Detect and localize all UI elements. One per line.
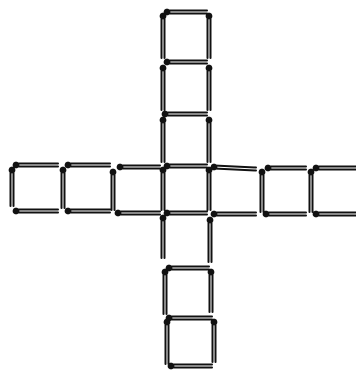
- match-head: [162, 269, 169, 276]
- matchstick: [166, 322, 169, 364]
- matchstick: [16, 210, 58, 213]
- match-head: [160, 117, 167, 124]
- match-head: [110, 169, 117, 176]
- matchstick: [167, 11, 207, 14]
- matchstick: [169, 267, 209, 270]
- matchstick: [214, 213, 256, 216]
- match-head: [160, 65, 167, 72]
- matchstick: [167, 61, 207, 64]
- match-head: [160, 13, 167, 20]
- matchstick: [167, 165, 207, 168]
- matchstick: [162, 120, 165, 162]
- match-head: [164, 59, 171, 66]
- matchstick: [208, 120, 211, 162]
- matchstick: [210, 272, 213, 312]
- match-head: [168, 363, 175, 370]
- match-head: [9, 167, 16, 174]
- matchstick: [120, 166, 160, 169]
- matchstick: [214, 166, 256, 171]
- matchstick: [208, 16, 211, 58]
- matchstick: [209, 220, 212, 262]
- matchstick: [268, 167, 306, 170]
- match-head: [160, 167, 167, 174]
- matchstick: [167, 212, 207, 215]
- matchstick: [162, 16, 165, 58]
- match-head: [211, 319, 218, 326]
- matchstick: [171, 365, 212, 368]
- match-head: [206, 13, 213, 20]
- match-head: [207, 217, 214, 224]
- matchstick: [213, 322, 216, 362]
- right-arm-stick: [214, 169, 256, 171]
- matchstick: [208, 68, 211, 110]
- match-head: [208, 269, 215, 276]
- matchstick: [68, 210, 110, 213]
- match-head: [259, 169, 266, 176]
- matchstick: [266, 213, 306, 216]
- match-head: [211, 164, 218, 171]
- match-head: [13, 208, 20, 215]
- match-head: [164, 319, 171, 326]
- match-head: [117, 164, 124, 171]
- match-head: [162, 111, 169, 118]
- match-head: [160, 215, 167, 222]
- matchstick: [11, 170, 14, 206]
- match-head: [313, 211, 320, 218]
- match-head: [60, 167, 67, 174]
- match-head: [263, 211, 270, 218]
- match-head: [115, 210, 122, 217]
- matchstick: [62, 170, 65, 208]
- matchstick: [208, 170, 211, 210]
- match-head: [211, 211, 218, 218]
- matchstick: [316, 167, 356, 170]
- match-head: [308, 169, 315, 176]
- match-head: [265, 165, 272, 172]
- match-head: [65, 208, 72, 215]
- matchstick: [118, 212, 160, 215]
- matchstick: [16, 164, 58, 167]
- matchstick: [162, 170, 165, 210]
- matchstick: [162, 218, 165, 258]
- matchstick: [310, 172, 313, 212]
- matchstick: [162, 68, 165, 110]
- right-arm-stick: [214, 166, 256, 168]
- matchstick: [261, 172, 264, 212]
- matchstick: [169, 317, 212, 320]
- matchstick: [68, 164, 110, 167]
- matchstick: [164, 272, 167, 314]
- match-head: [206, 65, 213, 72]
- matchstick: [165, 113, 207, 116]
- match-head: [65, 162, 72, 169]
- matchstick: [112, 172, 115, 210]
- matchsticks-layer: [11, 11, 356, 368]
- match-head: [206, 117, 213, 124]
- matchstick: [316, 213, 356, 216]
